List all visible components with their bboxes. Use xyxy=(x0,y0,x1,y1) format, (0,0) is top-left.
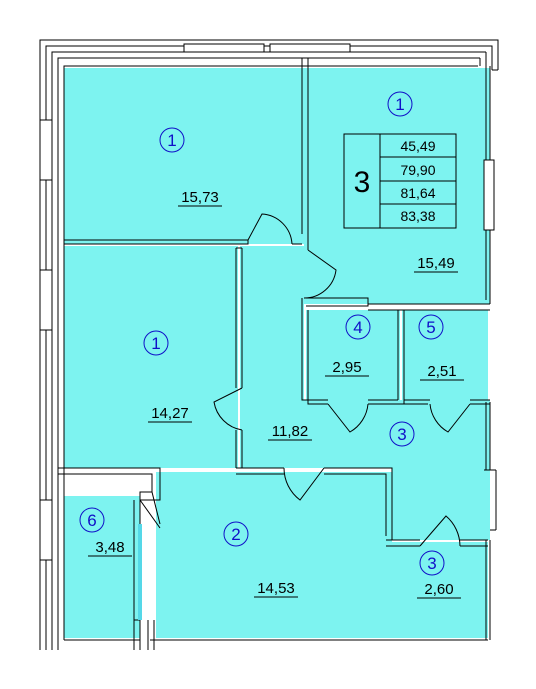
room-bedroom-middle-left-badge: 1 xyxy=(151,334,160,353)
room-closet-4-badge-circle xyxy=(345,314,371,340)
room-closet-5-fill xyxy=(402,310,488,400)
door-bedroom-middle-left xyxy=(213,387,243,431)
door-closet-5 xyxy=(429,403,471,433)
summary-area-total: 79,90 xyxy=(400,162,435,178)
room-loggia-badge-circle xyxy=(79,507,105,533)
windows xyxy=(39,43,495,561)
room-entry-fill xyxy=(392,542,488,638)
room-closet-4-area: 2,95 xyxy=(332,359,361,376)
door-kitchen xyxy=(283,467,325,501)
summary-rooms-count: 3 xyxy=(354,166,371,199)
room-loggia-area: 3,48 xyxy=(95,539,124,556)
room-kitchen-area: 14,53 xyxy=(257,580,295,597)
room-bedroom-top-left-badge: 1 xyxy=(167,131,176,150)
room-kitchen-fill xyxy=(156,472,392,638)
room-hallway-badge: 3 xyxy=(397,425,406,444)
door-closet-4 xyxy=(327,403,369,433)
room-hallway-badge-circle xyxy=(389,421,415,447)
door-bedroom-top-left xyxy=(247,213,293,245)
room-bedroom-middle-left-fill xyxy=(64,246,238,468)
summary-area-living: 45,49 xyxy=(400,138,435,154)
door-swings xyxy=(139,213,471,547)
room-labels: 1 15,73 1 15,49 1 14,27 3 11,82 4 2,95 5 2,51 2 14,53… xyxy=(79,91,464,599)
room-closet-4-fill xyxy=(306,310,400,400)
summary-area-full: 83,38 xyxy=(400,208,435,224)
room-closet-5-area: 2,51 xyxy=(427,363,456,380)
door-loggia xyxy=(139,491,161,529)
exterior-walls xyxy=(39,39,499,650)
room-entry-badge-circle xyxy=(419,550,445,576)
room-kitchen-badge-circle xyxy=(223,521,249,547)
door-bedroom-top-right xyxy=(303,249,337,299)
room-hallway-area: 11,82 xyxy=(272,423,308,440)
room-bedroom-top-right-badge-circle xyxy=(387,91,413,117)
room-loggia-badge: 6 xyxy=(87,511,96,530)
summary-box: 3 45,49 79,90 81,64 83,38 xyxy=(343,133,457,229)
room-bedroom-top-right-badge: 1 xyxy=(395,95,404,114)
loggia-glass-door xyxy=(138,524,142,620)
room-bedroom-middle-left-area: 14,27 xyxy=(151,405,189,422)
room-closet-5-badge-circle xyxy=(418,314,444,340)
room-bedroom-top-left-fill xyxy=(64,68,304,244)
room-kitchen-badge: 2 xyxy=(231,525,240,544)
door-entry xyxy=(419,515,461,547)
room-closet-5-badge: 5 xyxy=(426,318,435,337)
room-bedroom-top-left-area: 15,73 xyxy=(181,189,219,206)
room-closet-4-badge: 4 xyxy=(353,318,362,337)
summary-area-with-loggia: 81,64 xyxy=(400,185,435,201)
room-loggia-fill xyxy=(64,496,140,638)
room-entry-badge: 3 xyxy=(427,554,436,573)
room-bedroom-top-right-area: 15,49 xyxy=(417,255,455,272)
room-bedroom-top-left-badge-circle xyxy=(159,127,185,153)
room-entry-area: 2,60 xyxy=(424,581,453,598)
room-fills xyxy=(64,68,490,638)
room-bedroom-middle-left-badge-circle xyxy=(143,330,169,356)
